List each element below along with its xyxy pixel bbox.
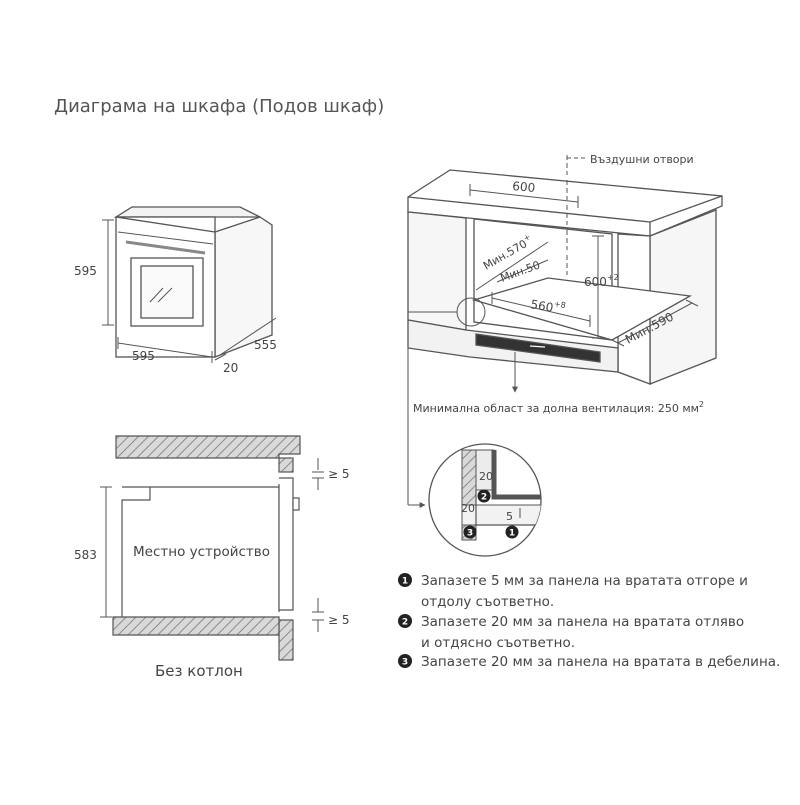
detail-20b-label: 20 <box>461 502 475 515</box>
section-dimensions <box>100 458 324 632</box>
ventilation-label: Минимална област за долна вентилация: 25… <box>413 400 704 415</box>
oven-dimensions <box>102 219 277 363</box>
svg-text:1: 1 <box>509 529 515 539</box>
oven-drawing <box>113 206 273 358</box>
detail-badge-3: 3 <box>463 525 477 539</box>
section-device-label: Местно устройство <box>133 544 270 560</box>
cabinet-dimensions <box>407 155 699 508</box>
detail-badge-2: 2 <box>477 489 491 503</box>
note-item-1: 1 Запазете 5 мм за панела на вратата отг… <box>398 573 748 610</box>
page-title: Диаграма на шкафа (Подов шкаф) <box>54 96 384 117</box>
section-drawing <box>112 435 301 661</box>
note-3-line1: Запазете 20 мм за панела на вратата в де… <box>421 654 780 670</box>
note-2-line1: Запазете 20 мм за панела на вратата отля… <box>421 614 744 630</box>
note-1-line2: отдолу съответно. <box>421 594 554 610</box>
note-item-2: 2 Запазете 20 мм за панела на вратата от… <box>398 614 744 651</box>
section-gap-bottom-label: ≥ 5 <box>328 613 350 627</box>
air-vents-label: Въздушни отвори <box>590 153 694 166</box>
oven-door-label: 20 <box>223 361 238 375</box>
note-badge-1 <box>398 573 412 587</box>
cabinet-inner-width-label: 560+8 <box>529 295 566 317</box>
svg-text:2: 2 <box>402 618 408 628</box>
note-1-line1: Запазете 5 мм за панела на вратата отгор… <box>421 573 748 589</box>
cabinet-height-label: 600+2 <box>584 273 619 289</box>
note-2-line2: и отдясно съответно. <box>421 635 575 651</box>
svg-text:3: 3 <box>467 529 473 539</box>
cabinet-drawing <box>407 169 723 385</box>
section-caption: Без котлон <box>155 662 243 680</box>
svg-text:3: 3 <box>402 658 408 668</box>
note-badge-2 <box>398 614 412 628</box>
section-gap-top-label: ≥ 5 <box>328 467 350 481</box>
oven-width-label: 595 <box>132 349 155 363</box>
svg-text:1: 1 <box>402 577 408 587</box>
section-height-label: 583 <box>74 548 97 562</box>
detail-5-label: 5 <box>506 510 513 523</box>
svg-text:2: 2 <box>481 493 487 503</box>
detail-20a-label: 20 <box>479 470 493 483</box>
oven-height-label: 595 <box>74 264 97 278</box>
detail-view <box>428 443 542 557</box>
note-item-3: 3 Запазете 20 мм за панела на вратата в … <box>398 654 780 670</box>
oven-depth-label: 555 <box>254 338 277 352</box>
cabinet-width-label: 600 <box>512 179 536 195</box>
note-badge-3 <box>398 654 412 668</box>
notes-list: 1 Запазете 5 мм за панела на вратата отг… <box>398 573 780 670</box>
detail-badge-1: 1 <box>505 525 519 539</box>
